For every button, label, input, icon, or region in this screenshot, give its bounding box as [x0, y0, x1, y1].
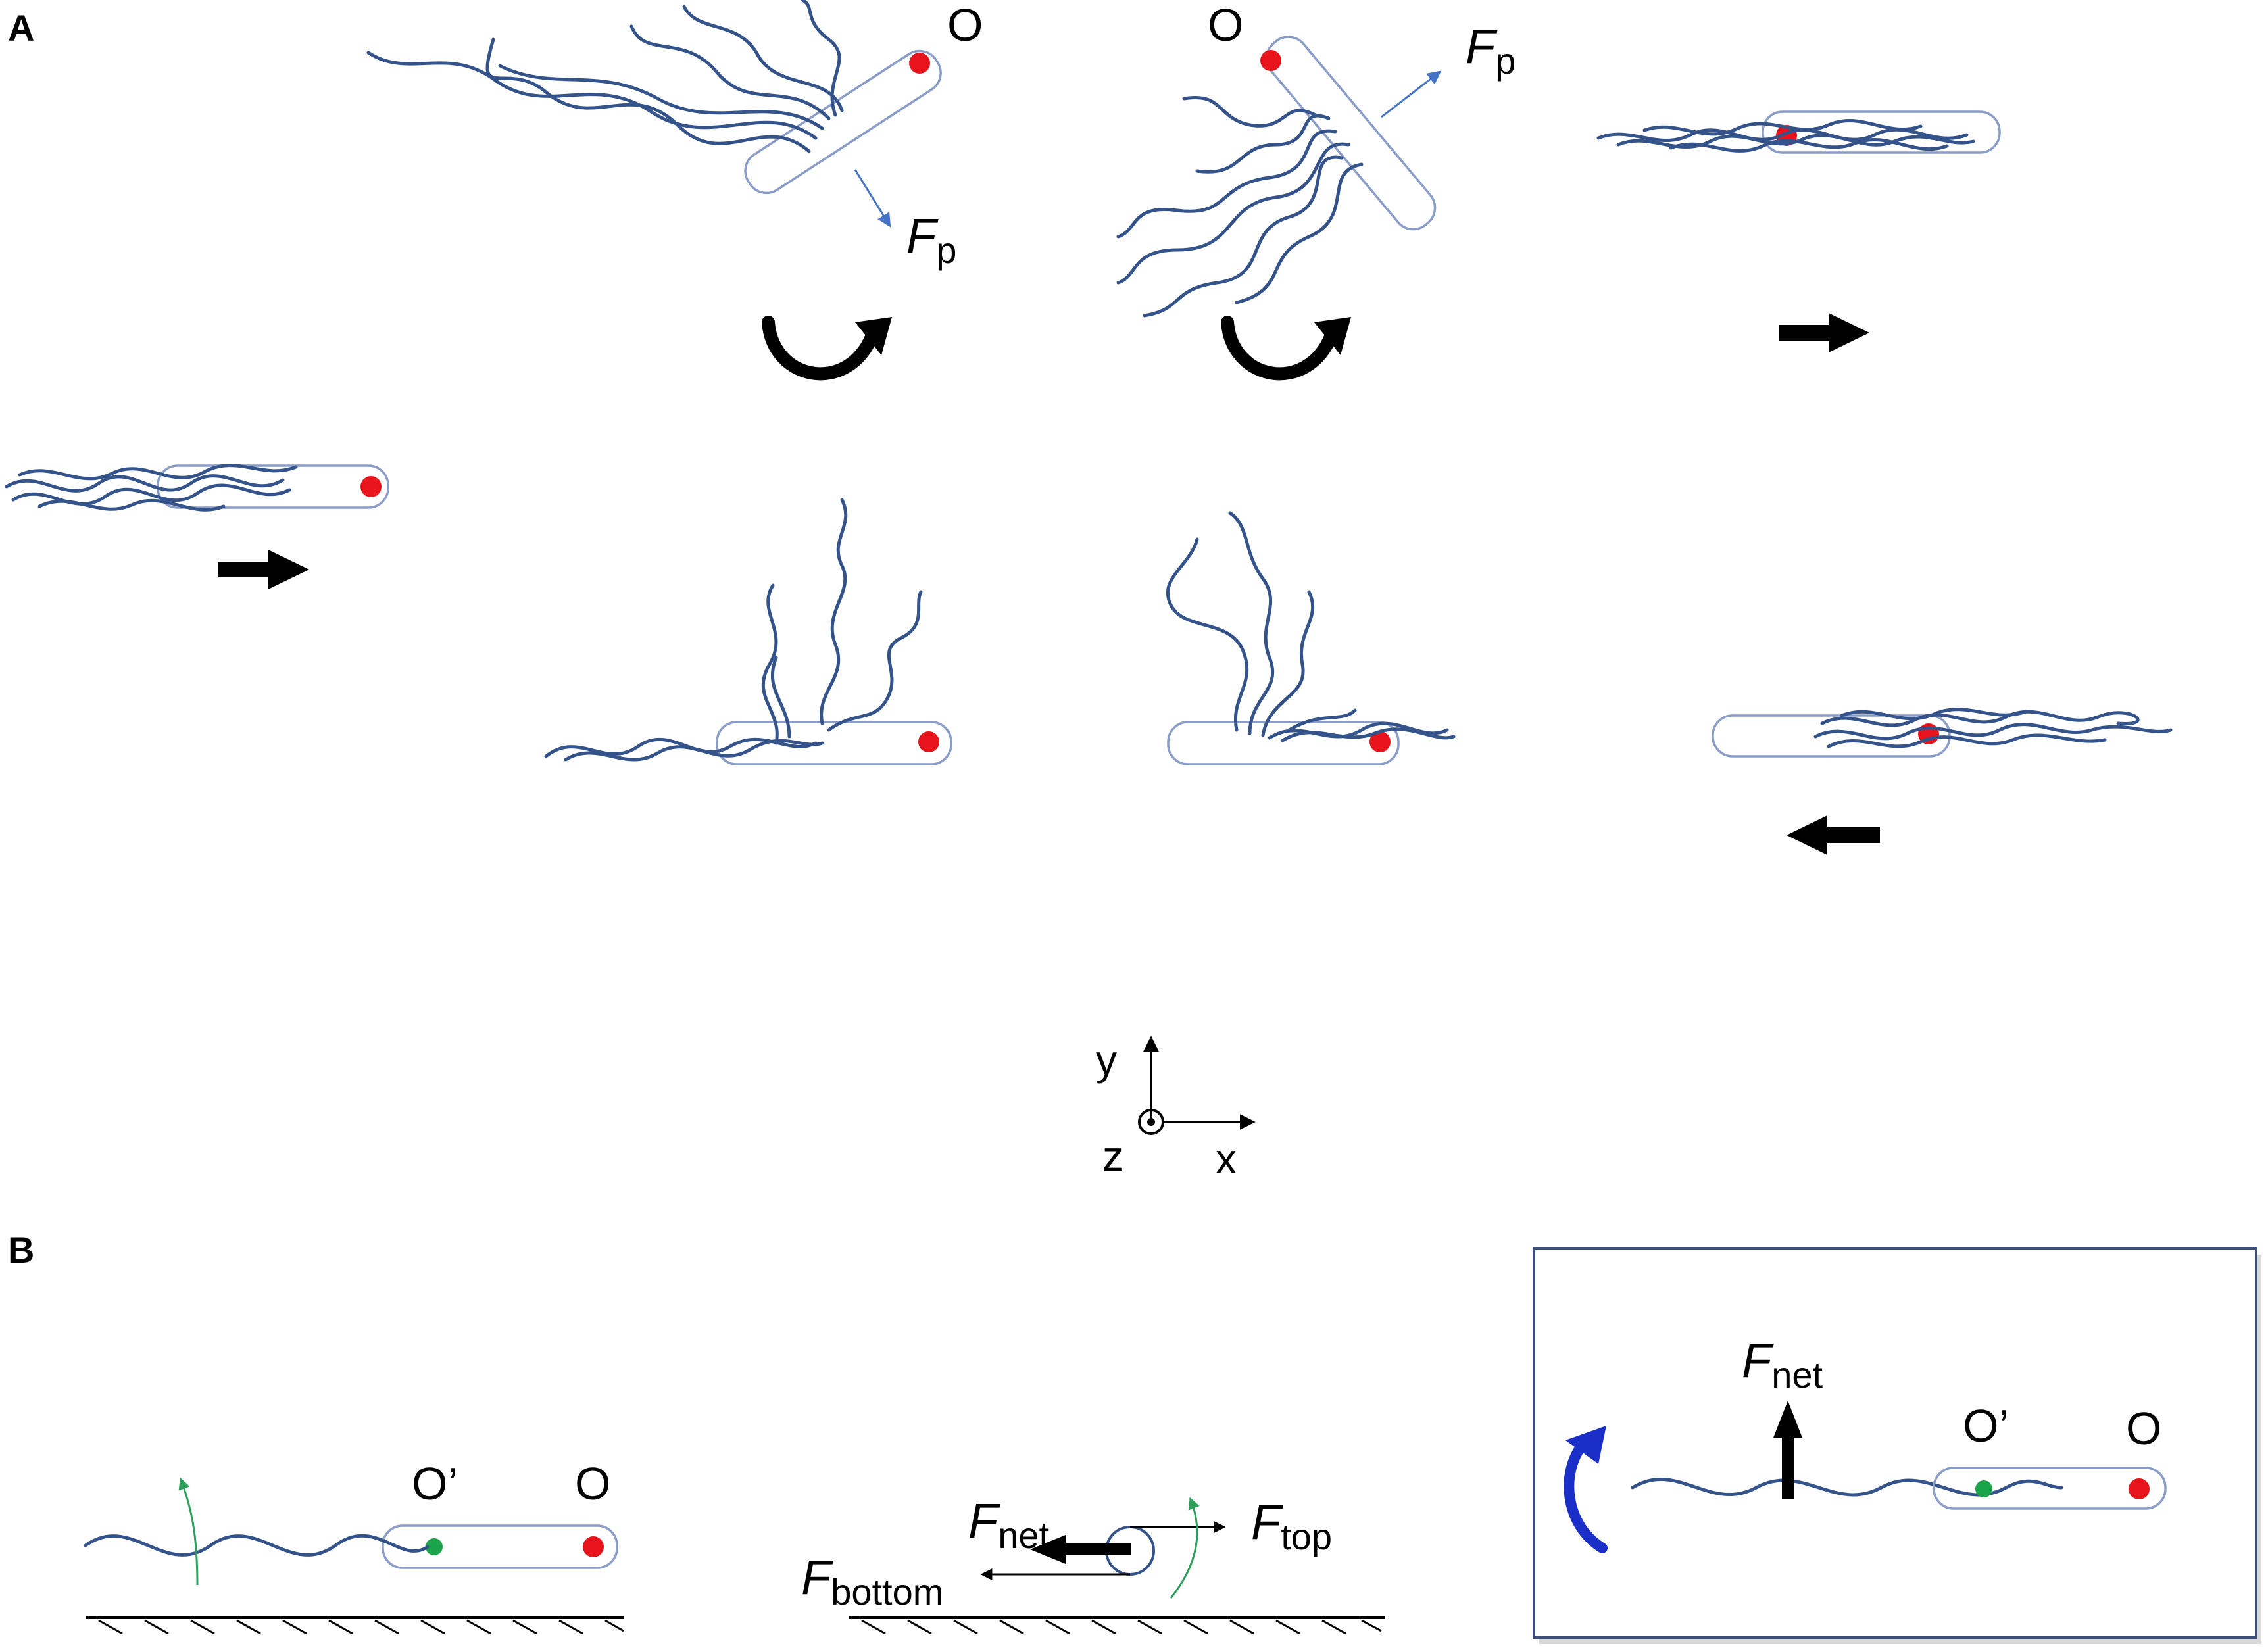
- force-label-ftop: Ftop: [1251, 1495, 1332, 1557]
- surface-hatching: [98, 1619, 624, 1635]
- flagellum: [84, 1534, 430, 1557]
- flagellum: [498, 64, 824, 130]
- flagellum: [1235, 162, 1364, 304]
- flagellum: [801, 0, 841, 117]
- cell-body: [1933, 1467, 2167, 1510]
- flagellum: [564, 739, 824, 762]
- flagellum: [1616, 134, 1975, 149]
- flagellum: [1195, 114, 1331, 174]
- flagellum: [1166, 537, 1249, 732]
- net-force-arrowhead: [1030, 1535, 1066, 1564]
- dot-out-of-page-icon-center: [1147, 1118, 1155, 1126]
- panel-b-inset-box: Fnet O’ O: [1533, 1247, 2261, 1644]
- flagellum: [1261, 590, 1315, 737]
- curved-rotation-arrow-icon-head: [855, 317, 892, 355]
- blue-rotation-arrow-icon: [1564, 1438, 1608, 1553]
- flagellum: [1642, 118, 1923, 136]
- flagellum: [1827, 733, 2107, 748]
- origin-prime-label: O’: [412, 1458, 458, 1509]
- cell-body: [1762, 110, 2001, 154]
- origin-label: O: [947, 0, 983, 51]
- force-label-fnet: Fnet: [1742, 1333, 1823, 1396]
- axis-label-y: y: [1096, 1036, 1117, 1084]
- red-dot: [2129, 1478, 2150, 1499]
- panel-b-surface-cell: O’ O: [84, 1458, 624, 1635]
- red-dot: [360, 476, 382, 497]
- left-arrow-icon: [1787, 815, 1880, 855]
- red-dot: [909, 53, 930, 74]
- axis-label-z: z: [1102, 1132, 1123, 1180]
- flagellum: [771, 656, 791, 739]
- flagellum: [629, 24, 831, 120]
- right-arrow-icon: [1779, 313, 1869, 352]
- flagellum: [1116, 129, 1337, 239]
- force-label-fnet: Fnet: [968, 1494, 1049, 1556]
- cell-body: [382, 1524, 618, 1569]
- force-label-fp: Fp: [906, 208, 956, 271]
- flagellum: [1281, 727, 1456, 742]
- force-label-fbottom: Fbottom: [801, 1550, 943, 1613]
- green-rotation-arrow: [178, 1477, 199, 1586]
- flagellum: [827, 590, 923, 732]
- cell-tilted-left: [366, 0, 942, 195]
- panel-b-letter: B: [8, 1229, 34, 1271]
- up-arrow-icon-head: [1773, 1401, 1802, 1438]
- cell-body: [716, 721, 952, 765]
- flagellum: [761, 583, 779, 745]
- panel-a-letter: A: [8, 7, 34, 49]
- red-dot: [1260, 50, 1281, 71]
- cell-horizontal-bundled: [1596, 110, 2001, 154]
- flagellum: [820, 498, 848, 725]
- dot-out-of-page-icon: [1138, 1109, 1164, 1135]
- cell-flagella-unbundling-left: [544, 498, 952, 765]
- origin-label: O: [575, 1458, 610, 1509]
- flagellum: [1182, 96, 1318, 128]
- cell-horizontal-left: [5, 464, 389, 512]
- red-dot: [583, 1536, 604, 1557]
- cell-body: [1167, 721, 1400, 765]
- flagellum: [1631, 1478, 2063, 1497]
- red-dot: [918, 731, 939, 752]
- green-rotation-arrow: [1170, 1497, 1200, 1599]
- curved-rotation-arrow-icon: [762, 316, 879, 381]
- inset-frame: [1533, 1247, 2257, 1639]
- flagellum: [485, 37, 811, 153]
- flagellum: [1840, 708, 2028, 721]
- cell-horizontal-reverse: [1712, 708, 2173, 758]
- cell-tilted-right: [1116, 36, 1437, 318]
- green-dot: [1975, 1480, 1992, 1497]
- flagellum: [1813, 723, 2173, 741]
- blue-rotation-arrow-icon-head: [1565, 1426, 1606, 1464]
- flagellum: [1116, 142, 1350, 285]
- curved-rotation-arrow-icon: [1221, 316, 1338, 381]
- origin-label: O: [2126, 1403, 2161, 1454]
- flagellum: [5, 474, 285, 493]
- origin-label: O: [1208, 0, 1243, 51]
- origin-prime-label: O’: [1963, 1400, 2009, 1451]
- curved-rotation-arrow-icon-head: [1314, 317, 1351, 355]
- flagellum: [366, 51, 818, 140]
- flagellum: [1143, 155, 1344, 318]
- right-arrow-icon: [218, 550, 309, 589]
- flagellum: [18, 464, 298, 481]
- cell-flagella-unbundling-right: [1166, 511, 1456, 765]
- coordinate-axes: y z x: [1096, 1036, 1256, 1182]
- green-dot: [426, 1538, 443, 1555]
- flagellum: [1669, 138, 1949, 153]
- flagellum: [1287, 708, 1357, 732]
- propulsive-force-vector: [854, 169, 891, 228]
- flagellum: [1228, 511, 1275, 735]
- red-dot: [1369, 731, 1391, 752]
- flagellum: [1820, 710, 2140, 727]
- force-label-fp: Fp: [1466, 19, 1516, 82]
- propulsive-force-vector: [1381, 70, 1442, 118]
- panel-b-force-diagram: Fnet Ftop Fbottom: [801, 1494, 1385, 1635]
- flagellum: [37, 498, 226, 512]
- cell-body: [1265, 36, 1437, 231]
- flagellum: [682, 5, 844, 112]
- axis-label-x: x: [1216, 1135, 1237, 1182]
- surface-hatching: [861, 1619, 1382, 1635]
